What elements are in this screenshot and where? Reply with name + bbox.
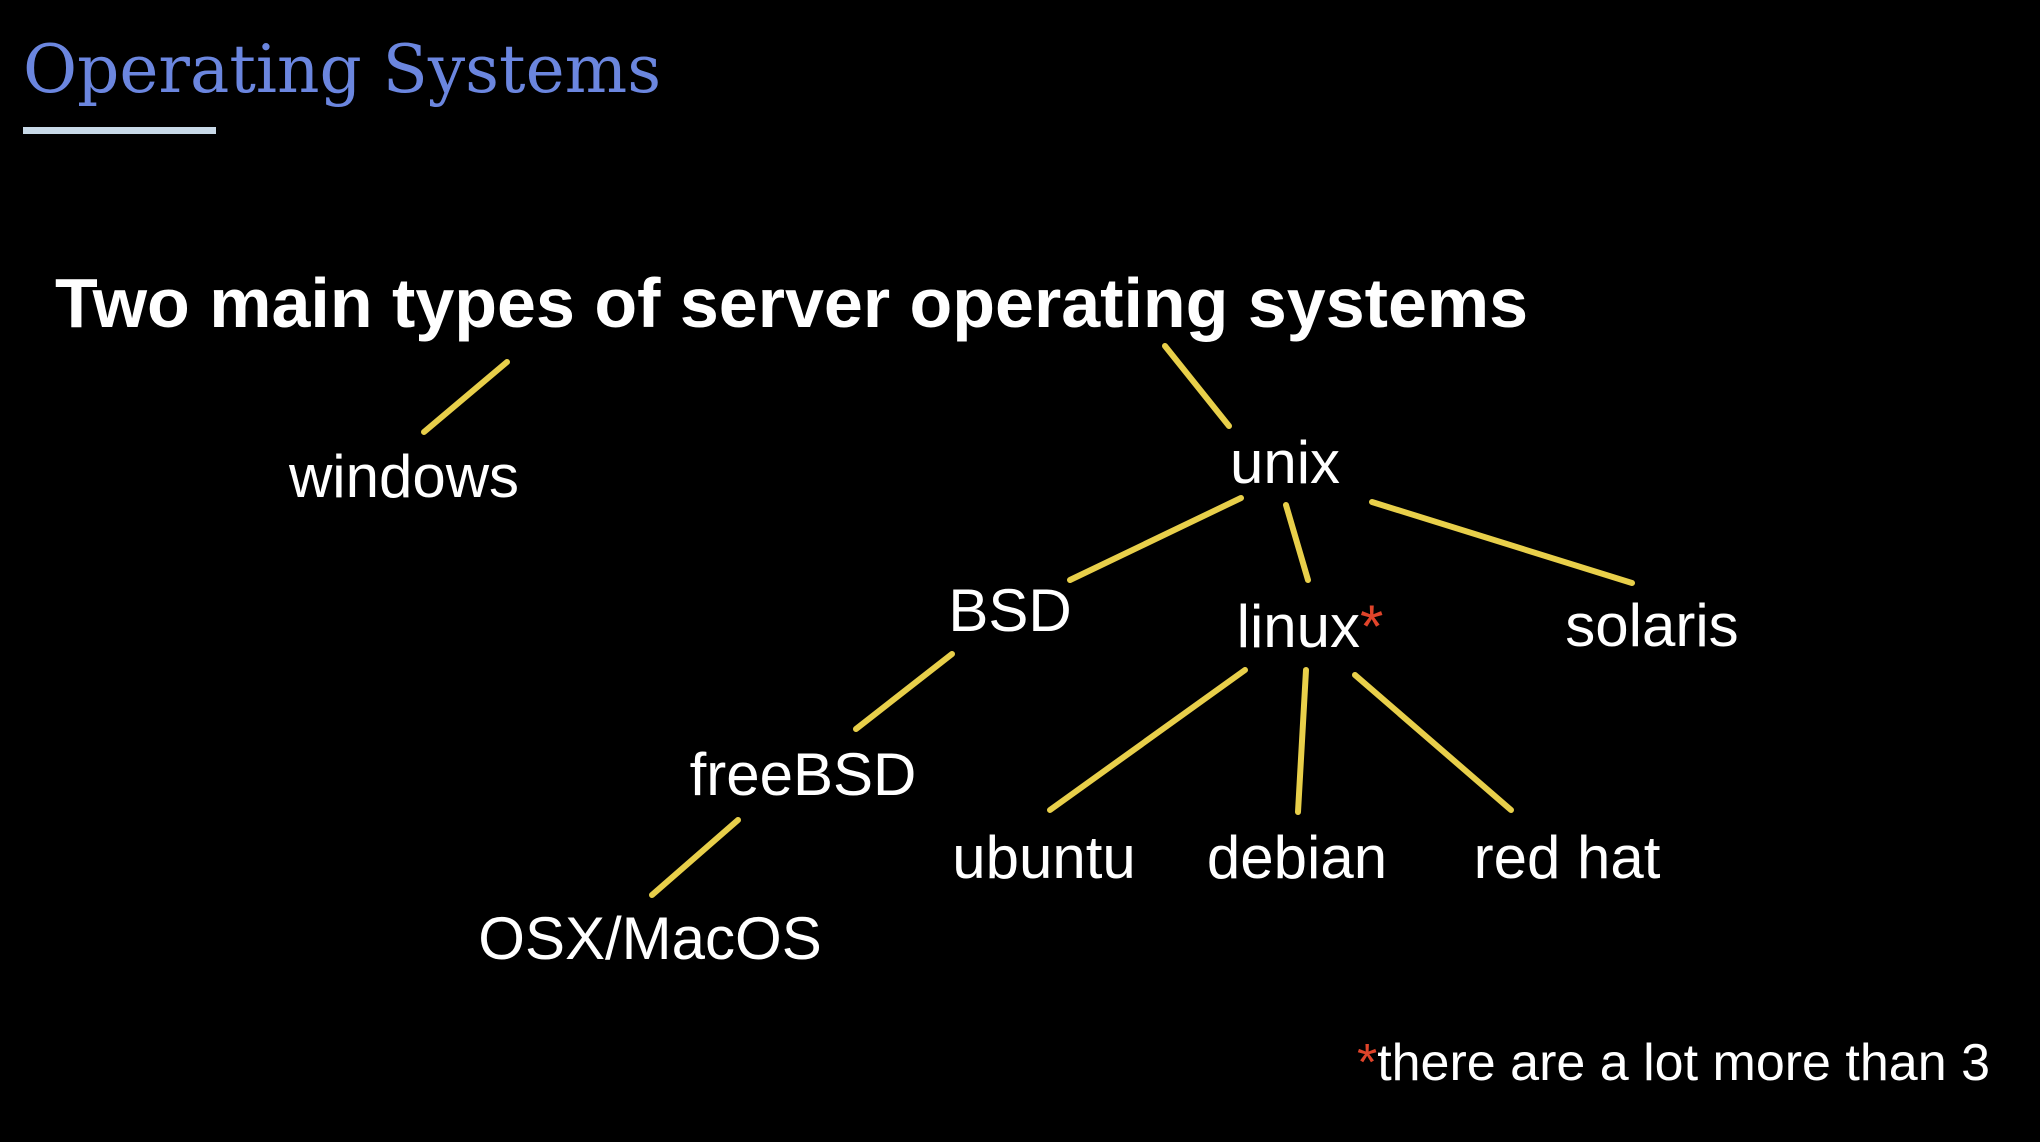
connector-unix-solaris xyxy=(1369,499,1635,586)
node-linux: linux* xyxy=(1237,591,1384,663)
footnote-mark: * xyxy=(1356,1034,1378,1092)
connector-freebsd-osx xyxy=(649,817,741,898)
node-osx-macos: OSX/MacOS xyxy=(478,905,822,972)
connector-linux-debian xyxy=(1295,667,1309,815)
connector-root-unix xyxy=(1162,343,1232,429)
connector-unix-bsd xyxy=(1067,495,1244,583)
connector-bsd-freebsd xyxy=(853,651,955,732)
footnote: *there are a lot more than 3 xyxy=(1357,1028,1990,1098)
connector-linux-redhat xyxy=(1352,672,1514,813)
node-debian: debian xyxy=(1206,824,1388,891)
node-ubuntu: ubuntu xyxy=(952,824,1136,891)
node-bsd: BSD xyxy=(948,577,1072,644)
linux-footnote-mark: * xyxy=(1360,593,1384,660)
connector-unix-linux xyxy=(1283,502,1311,583)
slide-title: Operating Systems xyxy=(23,31,662,108)
node-solaris: solaris xyxy=(1565,592,1739,659)
node-unix: unix xyxy=(1229,429,1341,496)
title-underline xyxy=(23,127,216,134)
node-freebsd: freeBSD xyxy=(689,741,917,808)
node-windows: windows xyxy=(288,443,520,510)
connector-linux-ubuntu xyxy=(1047,667,1248,813)
node-red-hat: red hat xyxy=(1473,824,1661,891)
node-linux-label: linux xyxy=(1236,593,1361,660)
connector-root-windows xyxy=(421,359,510,435)
slide-subtitle: Two main types of server operating syste… xyxy=(55,264,1529,342)
footnote-text: there are a lot more than 3 xyxy=(1377,1034,1990,1092)
